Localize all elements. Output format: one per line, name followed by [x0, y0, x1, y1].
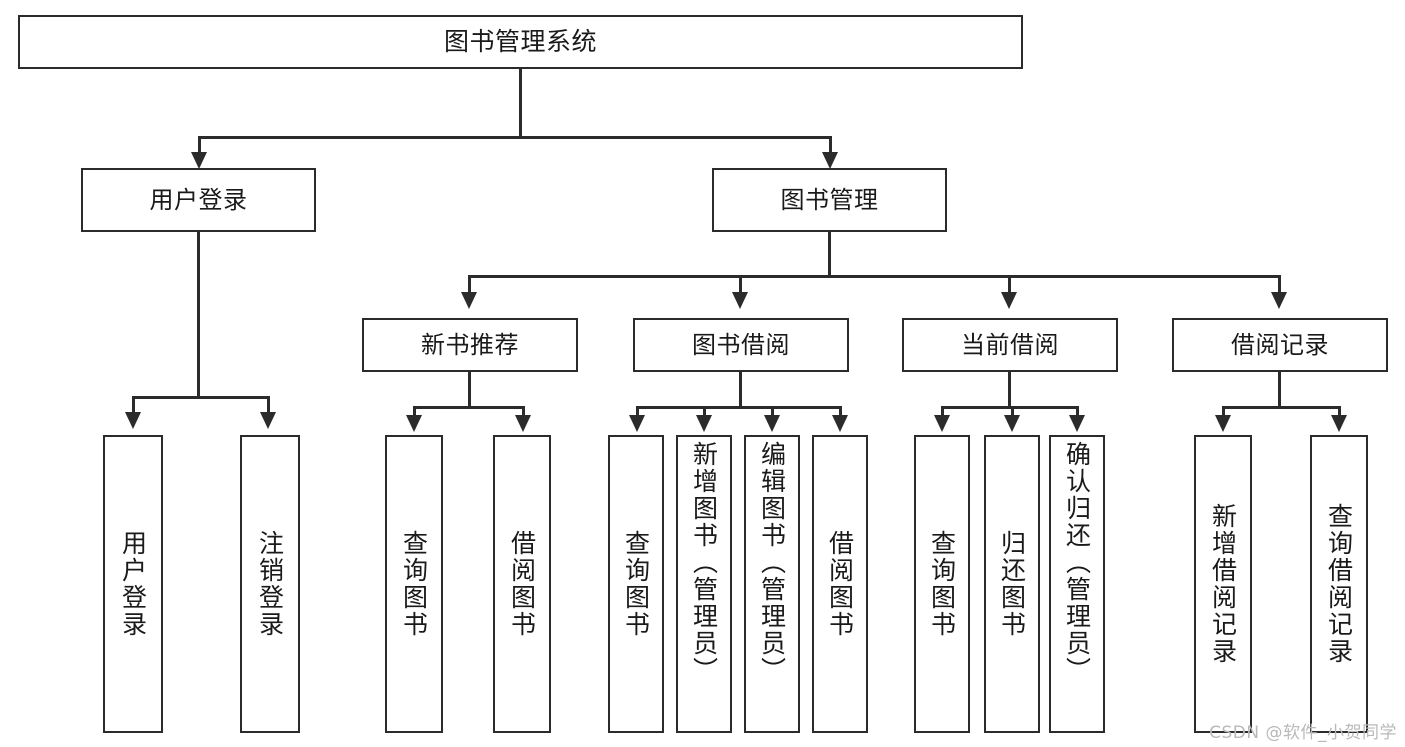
- leaf-borrow-record-add-label: 新增借阅记录: [1208, 503, 1238, 665]
- leaf-current-borrow-return-label: 归还图书: [997, 530, 1027, 638]
- connector-book-borrow-stem: [739, 372, 742, 408]
- node-current-borrow[interactable]: 当前借阅: [902, 318, 1118, 372]
- node-root-label: 图书管理系统: [443, 27, 597, 57]
- connector-current-borrow-leaf2: [1011, 406, 1014, 418]
- arrowhead-current-borrow-leaf2: [1004, 415, 1020, 432]
- connector-to-book-borrow: [739, 275, 742, 297]
- arrowhead-to-book-borrow: [732, 292, 748, 309]
- connector-user-login-leaf2: [267, 396, 270, 416]
- watermark: CSDN @软件_小贺同学: [1209, 723, 1397, 743]
- leaf-book-borrow-borrow[interactable]: 借阅图书: [812, 435, 868, 733]
- connector-current-borrow-leaf1: [941, 406, 944, 418]
- connector-book-mgmt-bus: [468, 275, 1280, 278]
- connector-to-borrow-record: [1278, 275, 1281, 297]
- node-new-book-recommend[interactable]: 新书推荐: [362, 318, 578, 372]
- arrowhead-to-new-book: [461, 292, 477, 309]
- connector-book-borrow-leaf3: [771, 406, 774, 418]
- node-book-management[interactable]: 图书管理: [712, 168, 947, 232]
- leaf-book-borrow-borrow-label: 借阅图书: [825, 530, 855, 638]
- arrowhead-user-login-leaf2: [260, 412, 276, 429]
- leaf-new-book-query[interactable]: 查询图书: [385, 435, 443, 733]
- arrowhead-borrow-record-leaf2: [1331, 415, 1347, 432]
- connector-borrow-record-leaf2: [1338, 406, 1341, 418]
- connector-current-borrow-stem: [1008, 372, 1011, 408]
- arrowhead-current-borrow-leaf1: [934, 415, 950, 432]
- arrowhead-book-borrow-leaf4: [832, 415, 848, 432]
- arrowhead-root-to-user-login: [191, 152, 207, 169]
- arrowhead-new-book-leaf2: [515, 415, 531, 432]
- connector-root-stem: [519, 68, 522, 136]
- leaf-user-login-login-label: 用户登录: [118, 530, 148, 638]
- arrowhead-user-login-leaf1: [125, 412, 141, 429]
- arrowhead-to-borrow-record: [1271, 292, 1287, 309]
- leaf-book-borrow-query[interactable]: 查询图书: [608, 435, 664, 733]
- node-book-borrow[interactable]: 图书借阅: [633, 318, 849, 372]
- arrowhead-current-borrow-leaf3: [1069, 415, 1085, 432]
- node-root[interactable]: 图书管理系统: [18, 15, 1023, 69]
- leaf-book-borrow-add[interactable]: 新增图书（管理员）: [676, 435, 732, 733]
- connector-new-book-leaf1: [413, 406, 416, 418]
- arrowhead-new-book-leaf1: [406, 415, 422, 432]
- connector-root-to-book-mgmt: [829, 136, 832, 158]
- connector-current-borrow-bus: [941, 406, 1078, 409]
- connector-root-to-user-login: [198, 136, 201, 158]
- arrowhead-book-borrow-leaf2: [696, 415, 712, 432]
- connector-new-book-leaf2: [522, 406, 525, 418]
- arrowhead-book-borrow-leaf3: [764, 415, 780, 432]
- node-user-login-label: 用户登录: [149, 185, 248, 214]
- connector-borrow-record-stem: [1278, 372, 1281, 408]
- node-user-login[interactable]: 用户登录: [81, 168, 316, 232]
- leaf-book-borrow-edit-label: 编辑图书（管理员）: [757, 441, 787, 684]
- leaf-current-borrow-query-label: 查询图书: [927, 530, 957, 638]
- leaf-user-login-logout-label: 注销登录: [255, 530, 285, 638]
- connector-borrow-record-bus: [1222, 406, 1340, 409]
- leaf-book-borrow-add-label: 新增图书（管理员）: [689, 441, 719, 684]
- connector-book-borrow-bus: [636, 406, 839, 409]
- leaf-new-book-query-label: 查询图书: [399, 530, 429, 638]
- leaf-book-borrow-query-label: 查询图书: [621, 530, 651, 638]
- connector-borrow-record-leaf1: [1222, 406, 1225, 418]
- leaf-book-borrow-edit[interactable]: 编辑图书（管理员）: [744, 435, 800, 733]
- node-current-borrow-label: 当前借阅: [961, 330, 1059, 359]
- connector-book-mgmt-stem: [828, 232, 831, 277]
- connector-to-new-book: [468, 275, 471, 297]
- leaf-current-borrow-return[interactable]: 归还图书: [984, 435, 1040, 733]
- leaf-borrow-record-query-label: 查询借阅记录: [1324, 503, 1354, 665]
- connector-book-borrow-leaf4: [839, 406, 842, 418]
- connector-new-book-stem: [468, 372, 471, 408]
- arrowhead-book-borrow-leaf1: [629, 415, 645, 432]
- leaf-borrow-record-query[interactable]: 查询借阅记录: [1310, 435, 1368, 733]
- connector-current-borrow-leaf3: [1076, 406, 1079, 418]
- leaf-current-borrow-confirm[interactable]: 确认归还（管理员）: [1049, 435, 1105, 733]
- connector-root-bus: [198, 136, 832, 139]
- node-new-book-recommend-label: 新书推荐: [421, 330, 519, 359]
- connector-user-login-leaf1: [132, 396, 135, 416]
- node-book-borrow-label: 图书借阅: [692, 330, 790, 359]
- leaf-new-book-borrow-label: 借阅图书: [507, 530, 537, 638]
- arrowhead-root-to-book-mgmt: [822, 152, 838, 169]
- arrowhead-borrow-record-leaf1: [1215, 415, 1231, 432]
- leaf-current-borrow-query[interactable]: 查询图书: [914, 435, 970, 733]
- leaf-user-login-logout[interactable]: 注销登录: [240, 435, 300, 733]
- connector-user-login-stem: [197, 232, 200, 398]
- node-borrow-record[interactable]: 借阅记录: [1172, 318, 1388, 372]
- connector-to-current-borrow: [1008, 275, 1011, 297]
- node-book-management-label: 图书管理: [780, 185, 879, 214]
- leaf-new-book-borrow[interactable]: 借阅图书: [493, 435, 551, 733]
- node-borrow-record-label: 借阅记录: [1231, 330, 1329, 359]
- connector-book-borrow-leaf1: [636, 406, 639, 418]
- leaf-user-login-login[interactable]: 用户登录: [103, 435, 163, 733]
- leaf-current-borrow-confirm-label: 确认归还（管理员）: [1062, 441, 1092, 684]
- arrowhead-to-current-borrow: [1001, 292, 1017, 309]
- connector-new-book-bus: [413, 406, 524, 409]
- connector-book-borrow-leaf2: [703, 406, 706, 418]
- leaf-borrow-record-add[interactable]: 新增借阅记录: [1194, 435, 1252, 733]
- connector-user-login-bus: [132, 396, 269, 399]
